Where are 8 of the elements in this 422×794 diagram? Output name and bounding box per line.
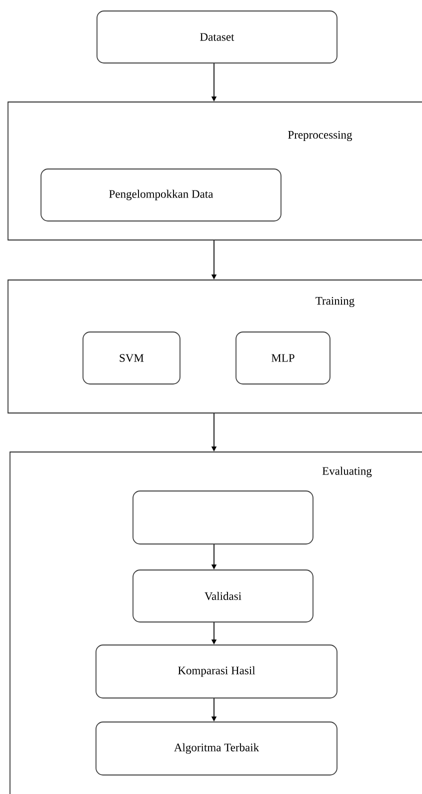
process-box: Algoritma Terbaik: [96, 722, 338, 776]
process-box: Validasi: [132, 570, 314, 622]
process-box: Komparasi Hasil: [96, 644, 338, 698]
process-box: [132, 490, 314, 544]
process-box: MLP: [236, 332, 330, 384]
process-box: SVM: [82, 332, 180, 384]
process-box: Pengelompokkan Data: [40, 168, 282, 222]
process-box: Dataset: [96, 10, 338, 64]
